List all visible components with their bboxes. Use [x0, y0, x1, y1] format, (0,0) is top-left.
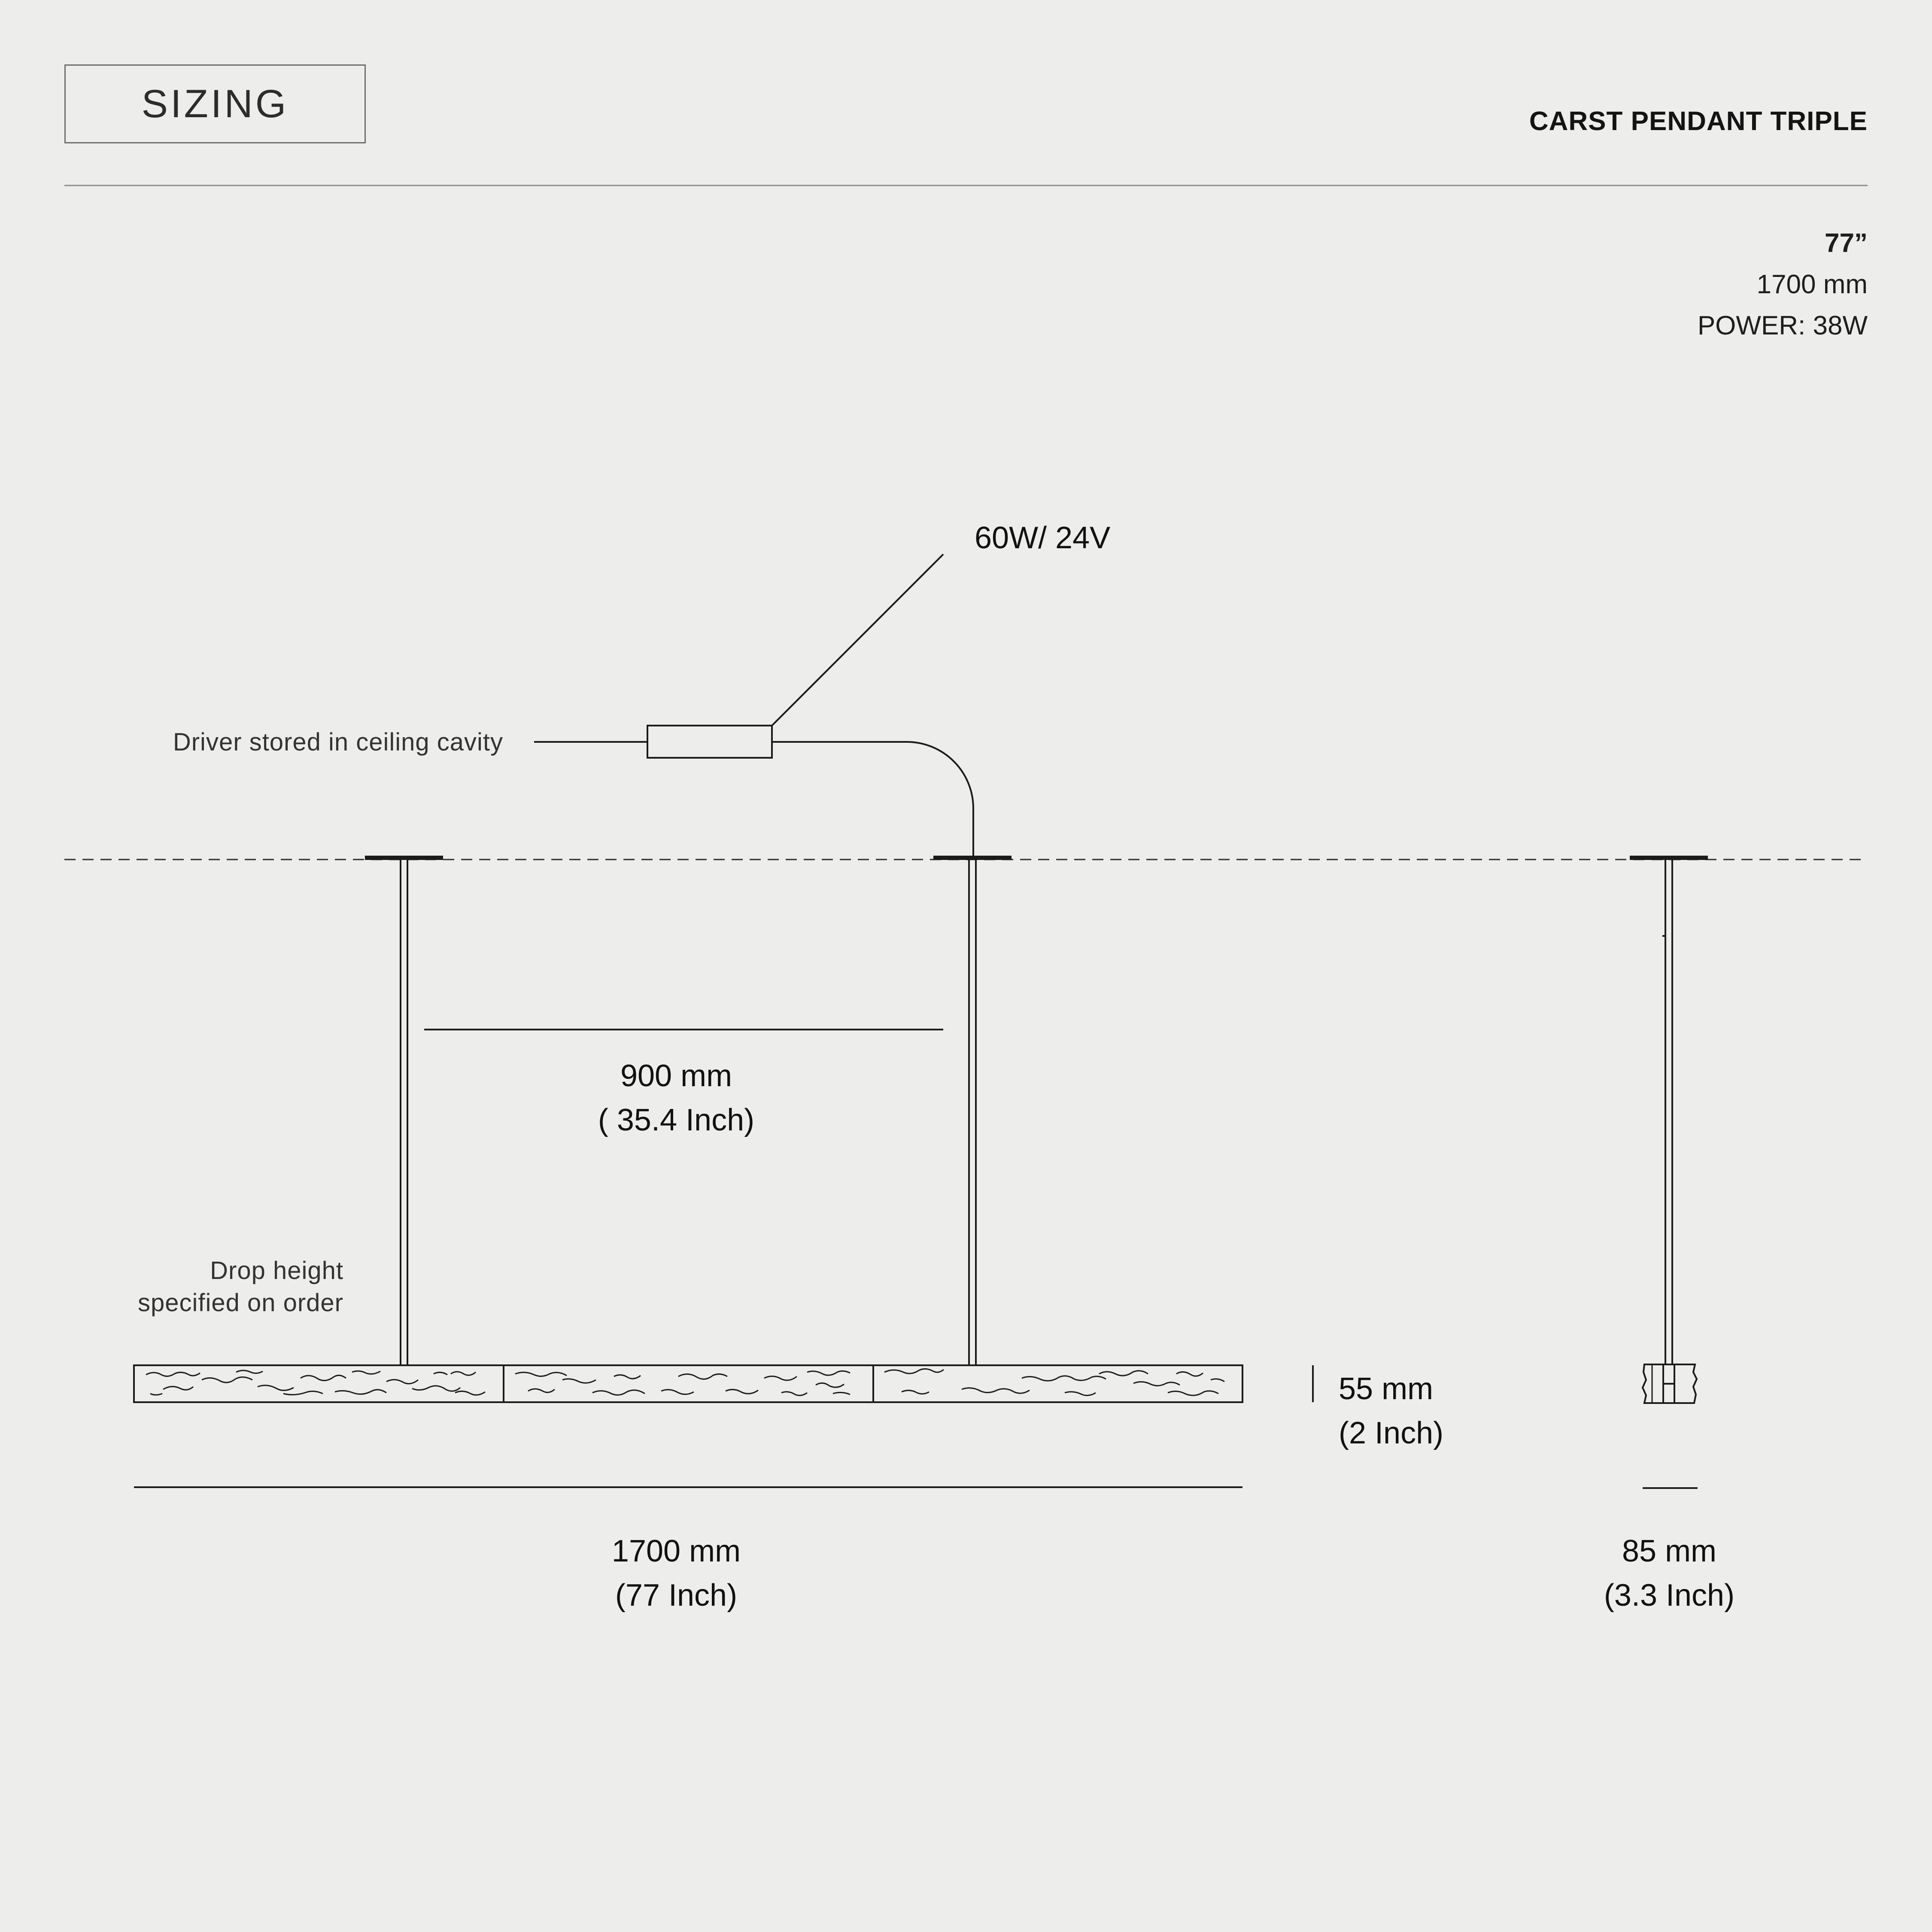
driver-cable — [772, 741, 974, 857]
product-name: CARST PENDANT TRIPLE — [1529, 106, 1868, 136]
spec-length-inch: 77” — [1825, 228, 1868, 258]
rod-side — [1662, 860, 1673, 1365]
depth-inch: (3.3 Inch) — [1604, 1578, 1735, 1613]
section-badge: SIZING — [64, 64, 366, 143]
spec-length-mm: 1700 mm — [1756, 270, 1868, 299]
spacing-inch: ( 35.4 Inch) — [598, 1103, 755, 1137]
side-profile — [1641, 1364, 1698, 1404]
drop-height-note: Drop height specified on order — [138, 1255, 343, 1319]
driver-box — [647, 725, 773, 759]
height-dimension-label: 55 mm (2 Inch) — [1339, 1367, 1443, 1455]
luminaire-body — [133, 1364, 1243, 1403]
length-dimension-label: 1700 mm (77 Inch) — [612, 1529, 741, 1618]
driver-rating-label: 60W/ 24V — [975, 521, 1111, 555]
driver-rating-leader — [771, 553, 944, 726]
rod-left — [400, 860, 408, 1365]
spacing-dimension-label: 900 mm ( 35.4 Inch) — [598, 1054, 754, 1142]
length-mm: 1700 mm — [611, 1534, 741, 1568]
spacing-mm: 900 mm — [620, 1059, 732, 1093]
drop-height-line2: specified on order — [137, 1289, 343, 1317]
height-inch: (2 Inch) — [1339, 1416, 1444, 1450]
section-title: SIZING — [141, 82, 289, 126]
depth-dimension-label: 85 mm (3.3 Inch) — [1604, 1529, 1735, 1618]
height-mm: 55 mm — [1339, 1372, 1434, 1406]
drop-height-line1: Drop height — [210, 1257, 343, 1285]
driver-note: Driver stored in ceiling cavity — [173, 728, 503, 756]
stone-texture — [146, 1368, 1225, 1396]
rod-center — [968, 860, 977, 1365]
spec-power: POWER: 38W — [1697, 311, 1868, 340]
length-inch: (77 Inch) — [615, 1578, 738, 1613]
depth-mm: 85 mm — [1622, 1534, 1717, 1568]
